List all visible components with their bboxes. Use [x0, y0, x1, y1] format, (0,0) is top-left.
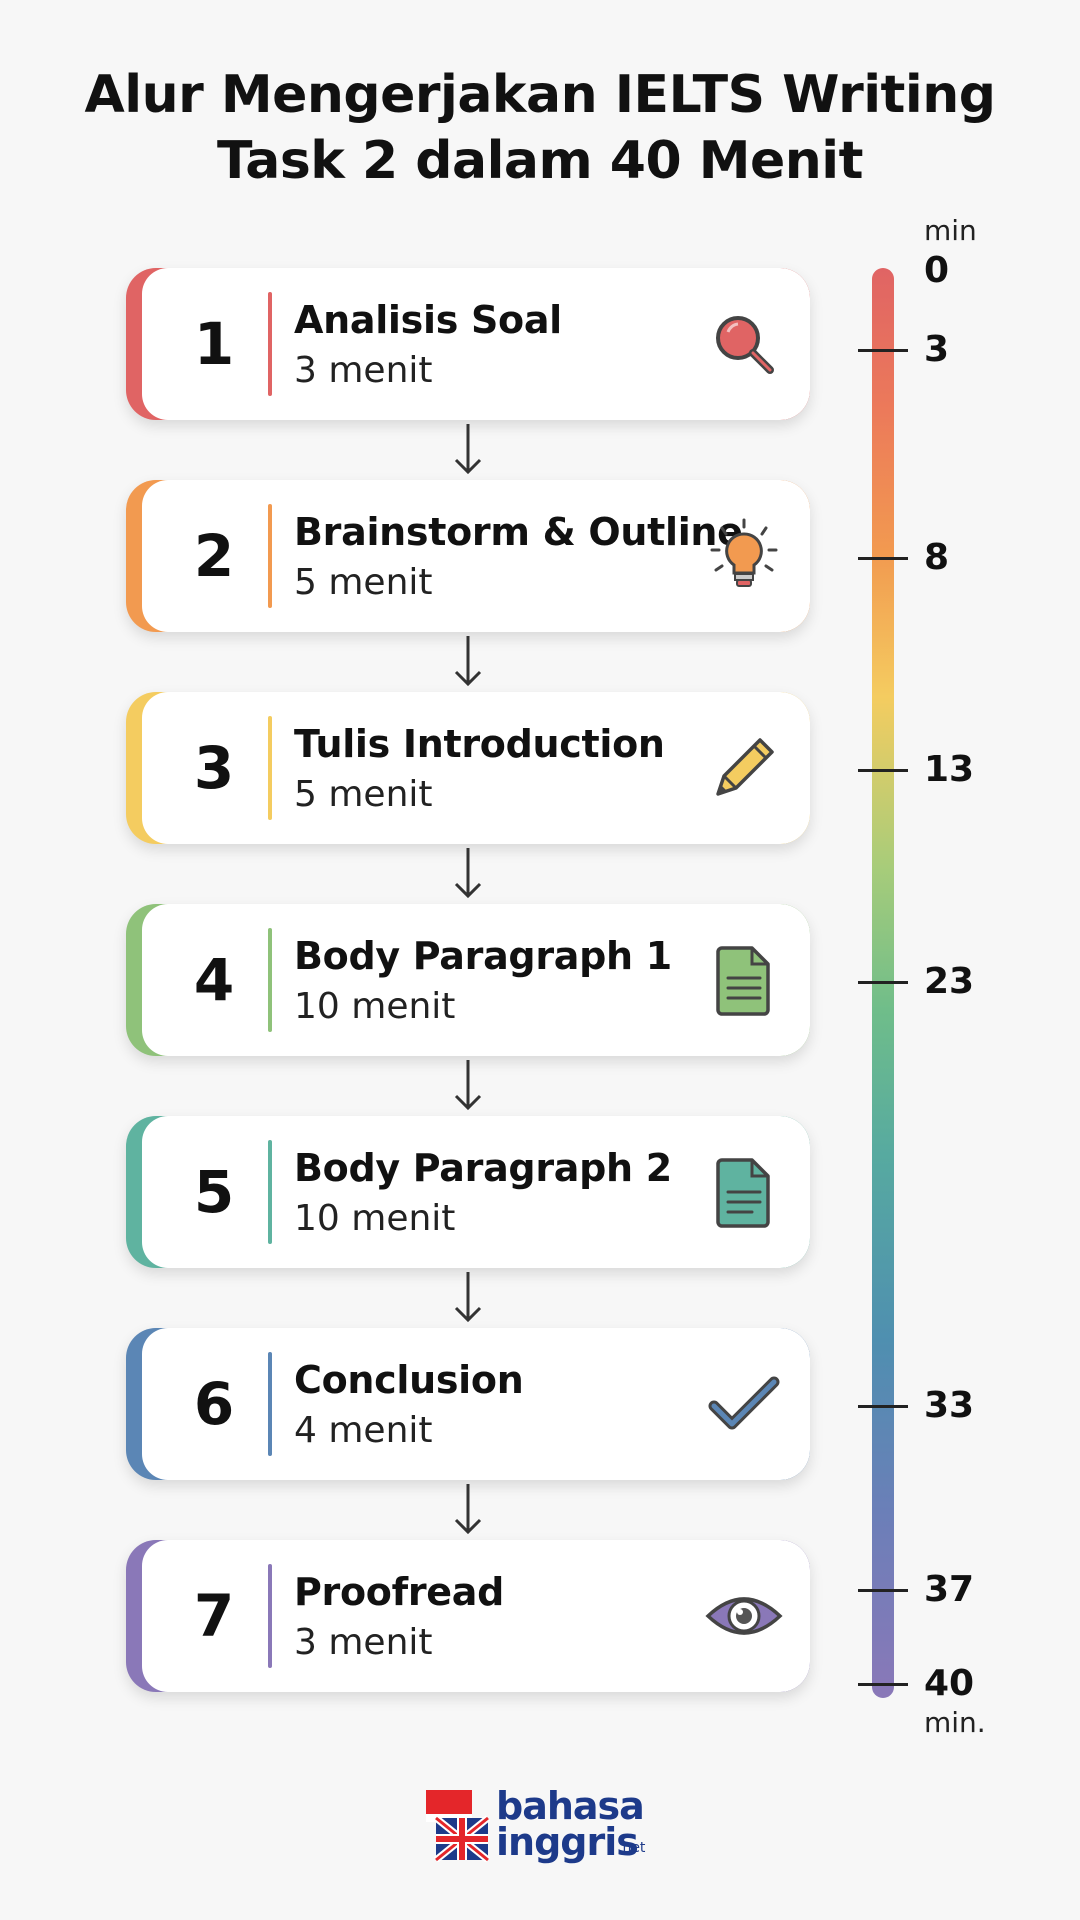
step-name: Body Paragraph 1 — [294, 934, 672, 978]
step-name: Brainstorm & Outline — [294, 510, 743, 554]
logo-text-net: .net — [618, 1840, 646, 1856]
step-card-5: 5 Body Paragraph 2 10 menit — [126, 1116, 810, 1268]
timeline-tick-label: 33 — [924, 1385, 975, 1426]
step-divider — [268, 1352, 272, 1456]
step-duration: 10 menit — [294, 1198, 456, 1239]
step-card-3: 3 Tulis Introduction 5 menit — [126, 692, 810, 844]
flow-arrow — [454, 424, 482, 475]
step-duration: 10 menit — [294, 986, 456, 1027]
timeline-tick — [858, 349, 908, 352]
step-name: Conclusion — [294, 1358, 524, 1402]
brand-logo: bahasa inggris .net — [426, 1784, 656, 1864]
step-name: Tulis Introduction — [294, 722, 665, 766]
step-divider — [268, 716, 272, 820]
step-name: Body Paragraph 2 — [294, 1146, 672, 1190]
step-duration: 5 menit — [294, 774, 433, 815]
flow-arrow — [454, 848, 482, 899]
step-divider — [268, 1140, 272, 1244]
timeline-tick-label: 3 — [924, 329, 950, 370]
step-number: 2 — [193, 522, 235, 590]
timeline-tick-label: 40 — [924, 1663, 975, 1704]
step-number: 4 — [193, 946, 235, 1014]
step-divider — [268, 928, 272, 1032]
step-divider — [268, 1564, 272, 1668]
timeline-tick — [858, 981, 908, 984]
step-name: Proofread — [294, 1570, 504, 1614]
step-divider — [268, 504, 272, 608]
magnifier-icon — [716, 316, 774, 374]
document-icon — [716, 946, 770, 1016]
timeline-unit-bottom: min. — [924, 1706, 986, 1739]
timeline-tick — [858, 1405, 908, 1408]
pencil-icon — [716, 738, 774, 796]
flow-arrow — [454, 1272, 482, 1323]
timeline-tick — [858, 769, 908, 772]
flow-arrow — [454, 1060, 482, 1111]
document-icon — [716, 1158, 770, 1228]
timeline-tick — [858, 557, 908, 560]
page-title: Alur Mengerjakan IELTS Writing Task 2 da… — [60, 62, 1020, 194]
title-line-1: Alur Mengerjakan IELTS Writing — [84, 65, 996, 125]
step-number: 6 — [193, 1370, 235, 1438]
lightbulb-icon — [710, 518, 778, 587]
flow-arrow — [454, 1484, 482, 1535]
title-line-2: Task 2 dalam 40 Menit — [217, 131, 863, 191]
step-card-6: 6 Conclusion 4 menit — [126, 1328, 810, 1480]
timeline-tick-label: 37 — [924, 1569, 975, 1610]
timeline-tick-label: 13 — [924, 749, 975, 790]
timeline-unit-top: min — [924, 214, 977, 247]
timeline-tick — [858, 1683, 908, 1686]
step-number: 1 — [193, 310, 235, 378]
flag-icon — [426, 1790, 491, 1862]
step-divider — [268, 292, 272, 396]
timeline-start-label: 0 — [924, 250, 950, 291]
logo-text-bahasa: bahasa — [496, 1784, 645, 1828]
checkmark-icon — [708, 1376, 780, 1430]
timeline-tick — [858, 1589, 908, 1592]
step-duration: 5 menit — [294, 562, 433, 603]
step-number: 7 — [193, 1582, 235, 1650]
step-duration: 4 menit — [294, 1410, 433, 1451]
step-name: Analisis Soal — [294, 298, 562, 342]
step-card-4: 4 Body Paragraph 1 10 menit — [126, 904, 810, 1056]
step-duration: 3 menit — [294, 1622, 433, 1663]
step-card-2: 2 Brainstorm & Outline 5 menit — [126, 480, 810, 632]
timeline-tick-label: 23 — [924, 961, 975, 1002]
eye-icon — [705, 1597, 783, 1635]
step-number: 3 — [193, 734, 235, 802]
step-card-7: 7 Proofread 3 menit — [126, 1540, 810, 1692]
logo-text-inggris: inggris — [496, 1820, 639, 1864]
step-number: 5 — [193, 1158, 235, 1226]
timeline-tick-label: 8 — [924, 537, 950, 578]
step-card-1: 1 Analisis Soal 3 menit — [126, 268, 810, 420]
flow-arrow — [454, 636, 482, 687]
step-duration: 3 menit — [294, 350, 433, 391]
